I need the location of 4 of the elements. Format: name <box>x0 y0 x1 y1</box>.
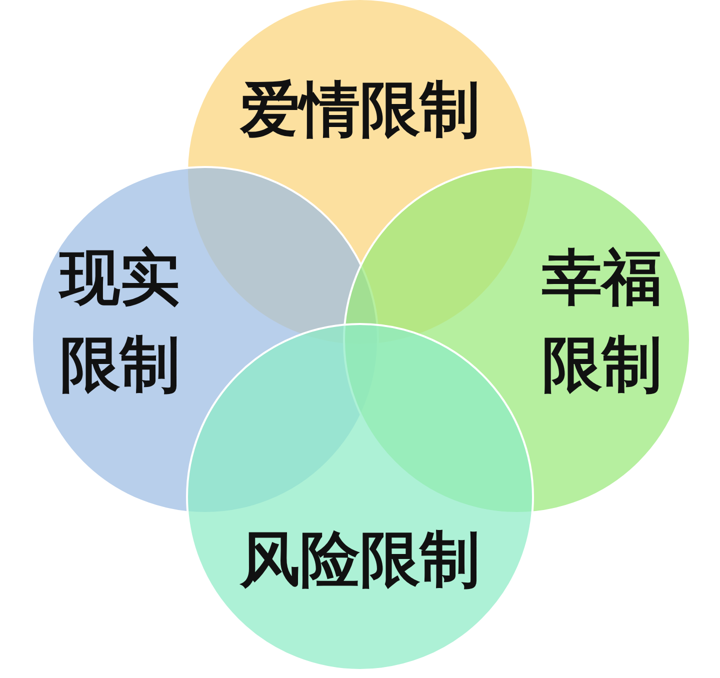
circle-label: 风险限制 <box>238 524 481 597</box>
circle-label: 幸福限制 <box>541 242 663 402</box>
circle-label: 现实限制 <box>58 242 181 402</box>
circle-label: 爱情限制 <box>238 74 481 147</box>
